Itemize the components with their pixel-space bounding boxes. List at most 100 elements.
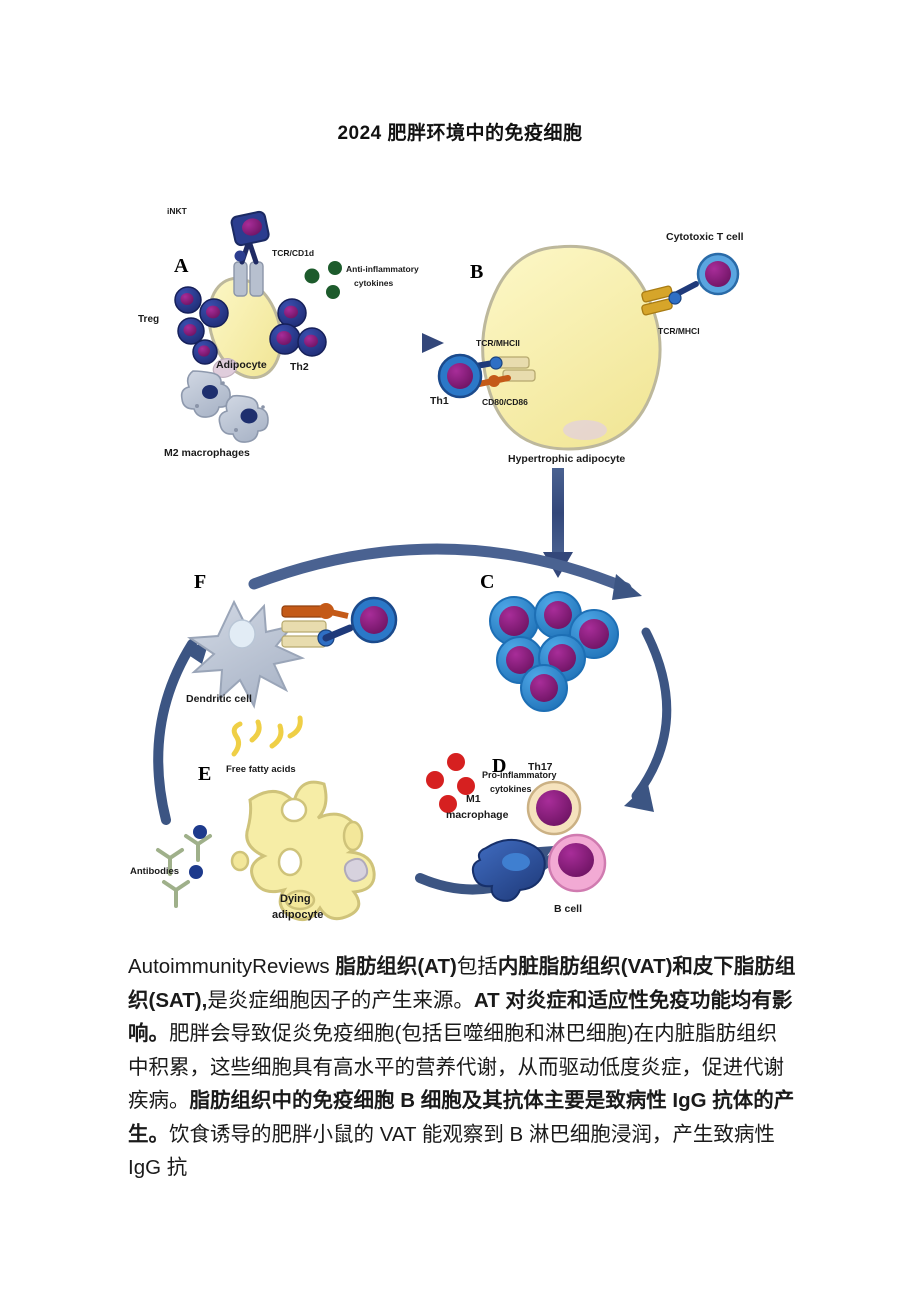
label-th17: Th17 [528,761,553,773]
label-antibodies: Antibodies [130,866,179,877]
m2-vacuole [195,404,199,408]
m1-macrophage-nucleus [502,853,530,871]
label-adipocyte: Adipocyte [216,359,267,371]
panel-letter-f: F [194,571,206,593]
label-b-cell: B cell [554,903,582,915]
panel-f: F Dendritic cell [186,571,398,709]
ffa-squiggle [249,719,262,743]
cytokine-dot [328,261,342,275]
label-m1-macrophage-1: M1 [466,793,481,805]
tcr-knob [668,291,682,305]
m2-macrophage-nucleus [202,385,218,399]
label-th2: Th2 [290,361,309,373]
cd80-cd86-knob [488,375,500,387]
panel-e: E Free fatty acids Dying adipoc [130,715,557,922]
cytotoxic-t-cell-nucleus [705,261,731,287]
tcr-knob [234,250,246,262]
arrow-f-to-c [248,543,642,600]
m2-vacuole [221,381,225,385]
panel-a: A iNKT TCR/CD1d [138,206,419,459]
adipocyte-cell [207,276,283,380]
b-cell-nucleus [558,843,594,877]
label-tcr-mhcii: TCR/MHCII [476,338,520,348]
label-cytotoxic-t-cell: Cytotoxic T cell [666,231,744,243]
c-cell-nucleus [499,606,529,636]
dying-adipocyte-vacuole [277,847,303,877]
tcr-knob [489,356,503,370]
ffa-squiggle [231,721,243,757]
cd1d-bar-right [249,261,264,297]
paragraph-segment-2: 包括 [456,955,498,978]
figure-svg: A iNKT TCR/CD1d [130,206,744,922]
arrow-c-to-d [624,627,672,812]
paragraph-segment-7: 脂肪组织中的免疫细胞 B 细胞及其抗体主要是致病性 IgG 抗体的产生。 [128,1089,795,1146]
article-paragraph: AutoimmunityReviews 脂肪组织(AT)包括内脏脂肪组织(VAT… [128,950,796,1185]
label-cd80-cd86: CD80/CD86 [482,397,528,407]
m2-macrophage-nucleus [240,408,258,424]
th2-nucleus [276,331,292,345]
adipocyte-nucleus [212,358,238,378]
panel-letter-b: B [470,261,483,283]
antibodies-group [156,834,212,908]
treg-nucleus [183,324,197,336]
panel-b: B Hypertrophic adipocyte Cytotoxic T cel… [430,231,744,465]
dendritic-cell-body [187,599,306,709]
dendritic-cell-nucleus [228,619,256,649]
paragraph-segment-8: 饮食诱导的肥胖小鼠的 VAT 能观察到 B 淋巴细胞浸润，产生致病性 IgG 抗 [128,1122,775,1180]
ffa-squiggle [269,723,284,749]
label-dying-2: adipocyte [272,909,323,921]
cytotoxic-t-cell-group [641,252,740,316]
page-title: 2024 肥胖环境中的免疫细胞 [337,123,583,144]
inkt-nucleus [242,218,262,236]
t-cell-nucleus [360,606,388,634]
panel-letter-c: C [480,571,494,593]
antibody-dot [193,825,207,839]
cytokine-dot [326,285,340,299]
ffa-squiggle [287,715,303,739]
free-fatty-acids-group [231,715,303,757]
panel-letter-a: A [174,255,189,277]
mhc2-bar [281,620,327,633]
c-cell-nucleus [548,644,576,672]
cd80-link [325,608,349,619]
adipocyte-remnant [343,857,369,883]
th2-nucleus [284,305,298,319]
paragraph-segment-6: 肥胖会导致促炎免疫细胞(包括巨噬细胞和淋巴细胞)在内脏脂肪组织中积累，这些细胞具… [128,1022,784,1112]
c-cell-nucleus [506,646,534,674]
paragraph-segment-4: 是炎症细胞因子的产生来源。 [207,988,474,1012]
panel-letter-d: D [492,755,506,777]
dying-adipocyte [245,780,376,922]
label-tcr-cd1d: TCR/CD1d [272,248,314,258]
treg-nucleus [180,293,194,305]
antibody-y [156,848,184,876]
m2-macrophage-group [180,370,269,443]
cytokine-dot [439,795,457,813]
antibody-y [162,880,190,908]
adipocyte-fragment [230,850,250,872]
c-cell-nucleus [544,601,572,629]
label-anti-inflammatory-1: Anti-inflammatory [346,264,419,274]
label-free-fatty-acids: Free fatty acids [226,764,296,775]
paragraph-segment-5: AT 对炎症和适应性免疫功能均有影响。 [128,988,793,1046]
label-m1-macrophage-2: macrophage [446,809,509,821]
cytokine-dot [447,753,465,771]
paragraph-segment-0: AutoimmunityReviews [128,955,336,978]
panel-c: C [480,571,619,712]
paragraph-segment-3: 内脏脂肪组织(VAT)和皮下脂肪组织(SAT), [128,955,796,1012]
arrow-a-to-b [375,333,444,353]
antibody-dot [189,865,203,879]
panel-d: D Th17 M1 macrophage B cell [446,755,607,915]
paragraph-segment-1: 脂肪组织(AT) [335,955,457,978]
label-anti-inflammatory-2: cytokines [354,278,393,288]
th2-cluster [269,298,327,357]
label-dying-1: Dying [280,893,311,905]
dying-adipocyte-vacuole [280,797,308,823]
arrow-head [624,784,654,812]
label-dendritic-cell: Dendritic cell [186,693,252,705]
m2-vacuole [234,428,238,432]
arrow-shaft [552,468,564,558]
mhc2-bar [502,369,536,382]
cytokine-dot [457,777,475,795]
panel-letter-e: E [198,763,211,785]
